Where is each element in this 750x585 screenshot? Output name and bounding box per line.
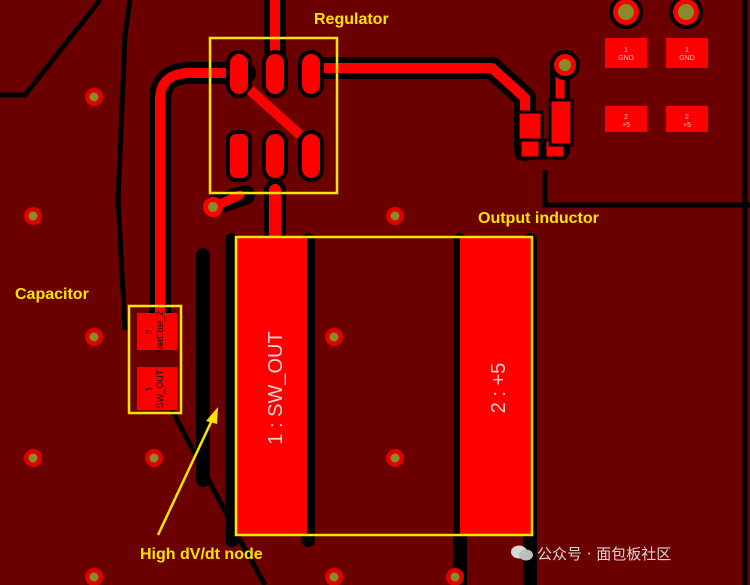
high-dvdt-label: High dV/dt node (140, 546, 263, 563)
cap-pin1-num: 1 (144, 386, 154, 391)
conn-gnd-b-num: 1 (685, 47, 689, 54)
watermark-text: 公众号 · 面包板社区 (537, 545, 672, 563)
conn-5b-num: 2 (685, 114, 689, 121)
inductor-pin1-label: 1 : SW_OUT (265, 331, 287, 444)
capacitor-label: Capacitor (15, 286, 89, 303)
via (386, 207, 404, 225)
inductor-pad-1 (237, 238, 307, 534)
highlight-boxes (127, 36, 534, 537)
via (386, 449, 404, 467)
via (446, 568, 464, 585)
connector-labels: 1 GND 1 GND 2 +5 2 +5 (618, 47, 695, 129)
conn-5a-num: 2 (624, 114, 628, 121)
dvdt-arrow (156, 407, 218, 536)
via (325, 328, 343, 346)
regulator-label: Regulator (314, 11, 389, 28)
regulator-highlight-box (208, 36, 339, 195)
conn-gnd-a-num: 1 (624, 47, 628, 54)
via (24, 207, 42, 225)
wechat-icon (511, 545, 533, 561)
via (85, 568, 103, 585)
connector-pads (605, 38, 708, 132)
cap-pin1-net: SW_OUT (155, 369, 165, 408)
through-hole-pads (203, 0, 703, 217)
capacitor-highlight-box (127, 304, 183, 415)
stitching-vias (24, 88, 464, 585)
conn-gnd-a-net: GND (618, 55, 634, 62)
via (85, 328, 103, 346)
conn-5b-net: +5 (683, 122, 691, 129)
inductor-pad-2 (460, 238, 531, 534)
output-inductor-label: Output inductor (478, 210, 599, 227)
pad-labels: 1 : SW_OUT 2 : +5 2 NetCbsl_2 1 SW_OUT (144, 311, 510, 445)
via (325, 568, 343, 585)
conn-gnd-b-net: GND (679, 55, 695, 62)
small-component (516, 98, 574, 160)
via (24, 449, 42, 467)
capacitor-pad-1 (137, 367, 177, 410)
via (85, 88, 103, 106)
cap-pin2-num: 2 (144, 329, 154, 334)
cap-pin2-net: NetCbsl_2 (155, 311, 165, 353)
capacitor-pad-2 (137, 313, 177, 350)
regulator-pads (226, 50, 324, 182)
inductor-pin2-label: 2 : +5 (488, 363, 510, 414)
via (145, 449, 163, 467)
inductor-highlight-box (234, 235, 534, 537)
conn-5a-net: +5 (622, 122, 630, 129)
